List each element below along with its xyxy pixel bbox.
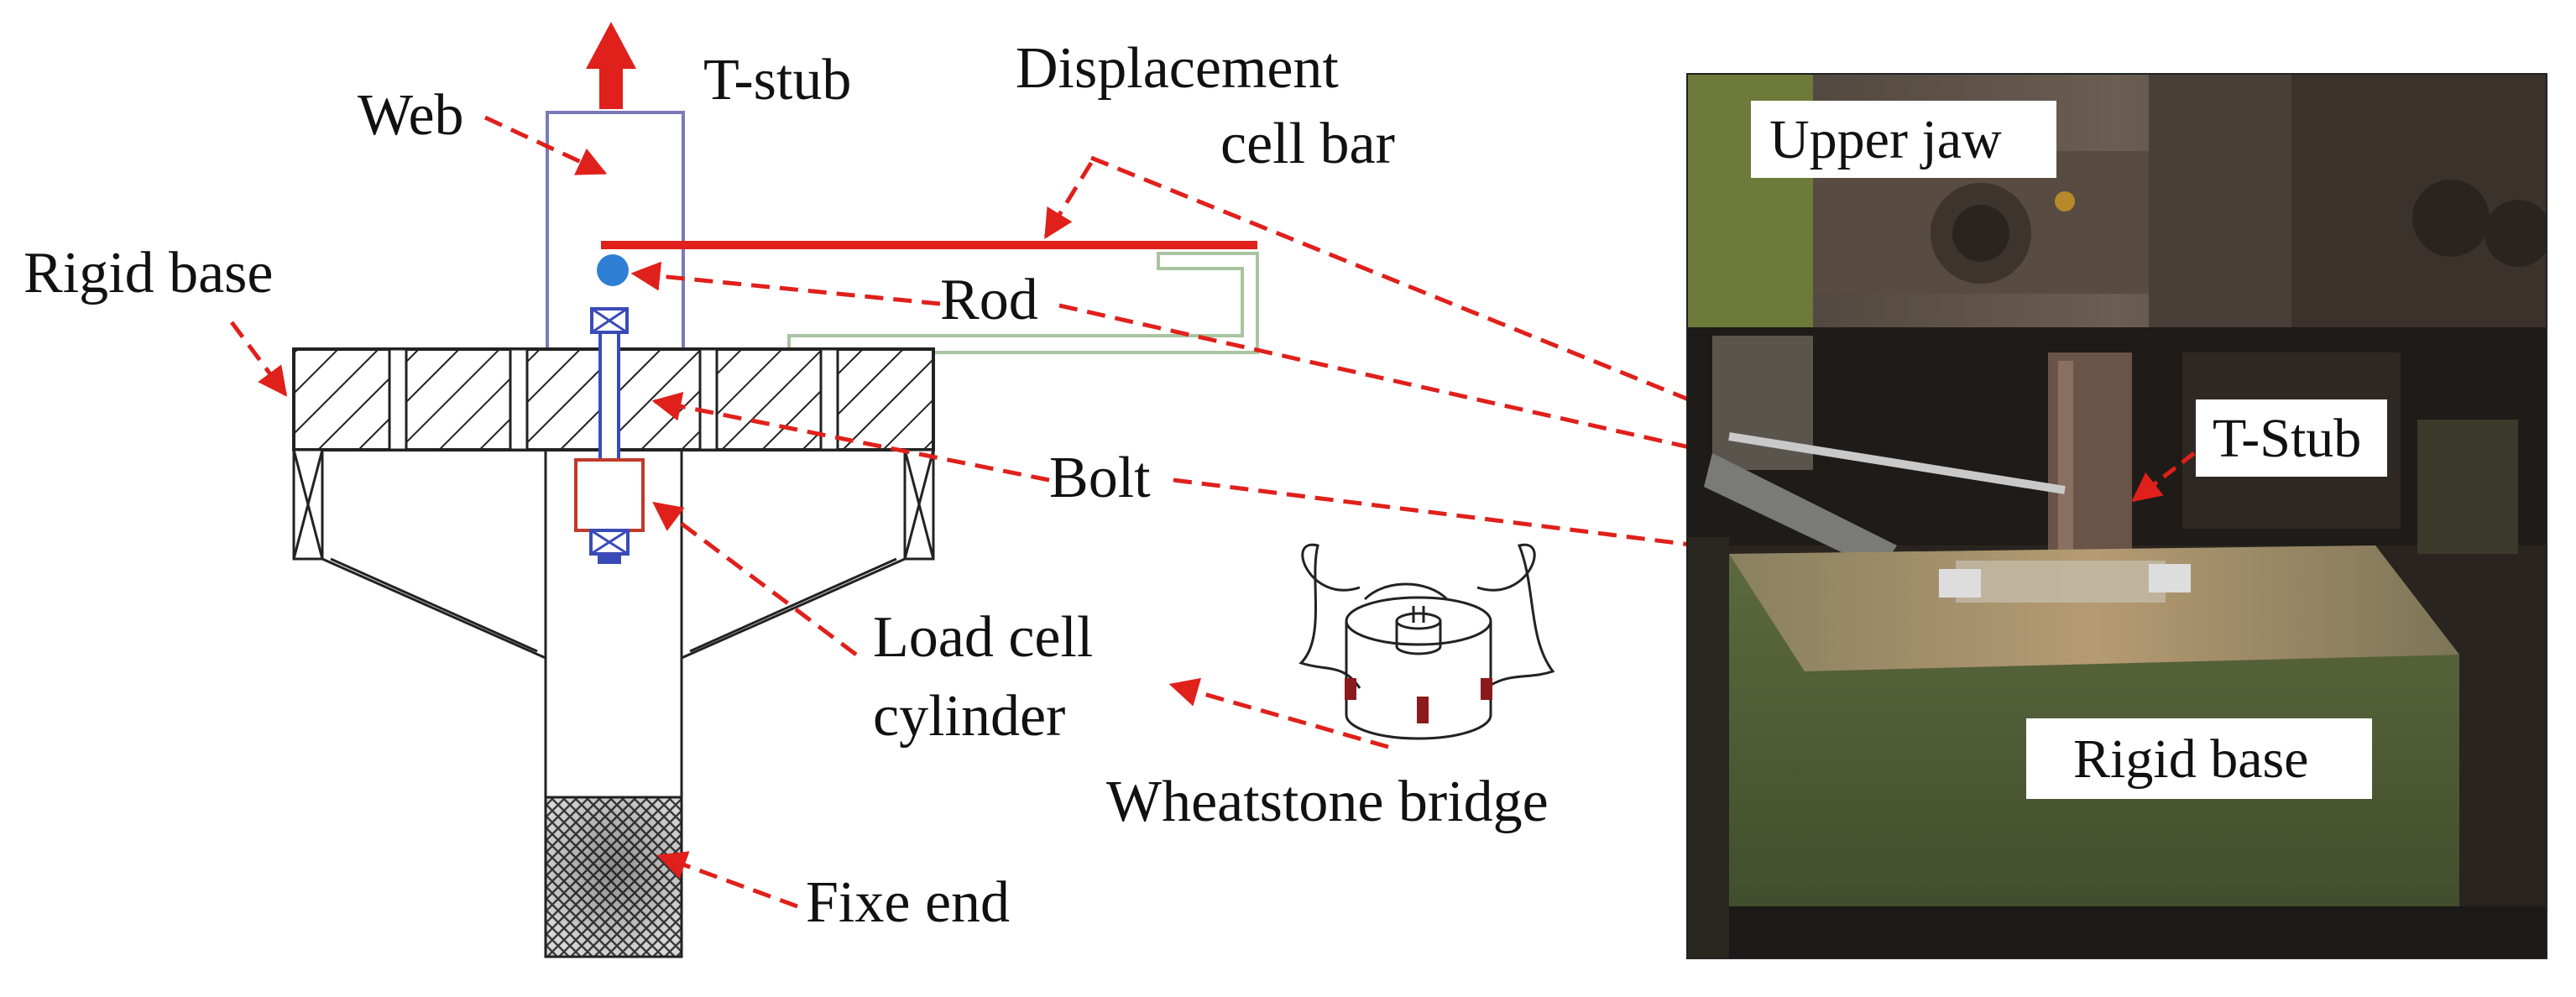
annotation-arrows — [229, 115, 1902, 909]
label-photo-rigid-base: Rigid base — [2073, 728, 2308, 790]
load-cell-cylinder — [574, 458, 645, 532]
rigid-base-label-box — [2026, 718, 2372, 799]
label-displacement-1: Displacement — [1016, 36, 1339, 101]
test-rig-photo — [1686, 73, 2547, 959]
label-photo-t-stub: T-Stub — [2213, 408, 2361, 469]
schematic-drawing — [292, 22, 1555, 958]
photo-labels: Upper jaw T-Stub Rigid base — [1751, 101, 2387, 799]
strain-gauge-3 — [1481, 678, 1492, 700]
t-stub-label-box — [2196, 399, 2387, 477]
strain-gauge-1 — [1345, 678, 1356, 700]
strain-gauge-2 — [1417, 697, 1429, 723]
schematic-labels: T-stub Web Displacement cell bar Rigid b… — [24, 36, 1549, 935]
label-load-cell-1: Load cell — [873, 605, 1093, 670]
label-rigid-base: Rigid base — [24, 241, 273, 305]
label-wheatstone: Wheatstone bridge — [1106, 770, 1549, 834]
label-t-stub: T-stub — [703, 48, 851, 112]
fixed-end-grip — [544, 796, 683, 958]
label-load-cell-2: cylinder — [873, 684, 1065, 749]
label-rod: Rod — [940, 268, 1038, 332]
rod-dot — [597, 254, 629, 286]
label-displacement-2: cell bar — [1220, 112, 1395, 176]
label-web: Web — [358, 83, 464, 148]
label-upper-jaw: Upper jaw — [1769, 109, 2002, 170]
wheatstone-bridge-sketch — [1298, 543, 1555, 740]
load-direction-arrow-icon — [586, 22, 636, 109]
upper-jaw-label-box — [1751, 101, 2056, 178]
displacement-bracket — [787, 252, 1259, 354]
photo-t-stub-arrow — [2131, 452, 2196, 503]
label-fixe-end: Fixe end — [806, 870, 1010, 935]
base-side-supports — [292, 448, 935, 561]
bolt-shank — [598, 331, 620, 473]
label-bolt: Bolt — [1049, 446, 1151, 510]
